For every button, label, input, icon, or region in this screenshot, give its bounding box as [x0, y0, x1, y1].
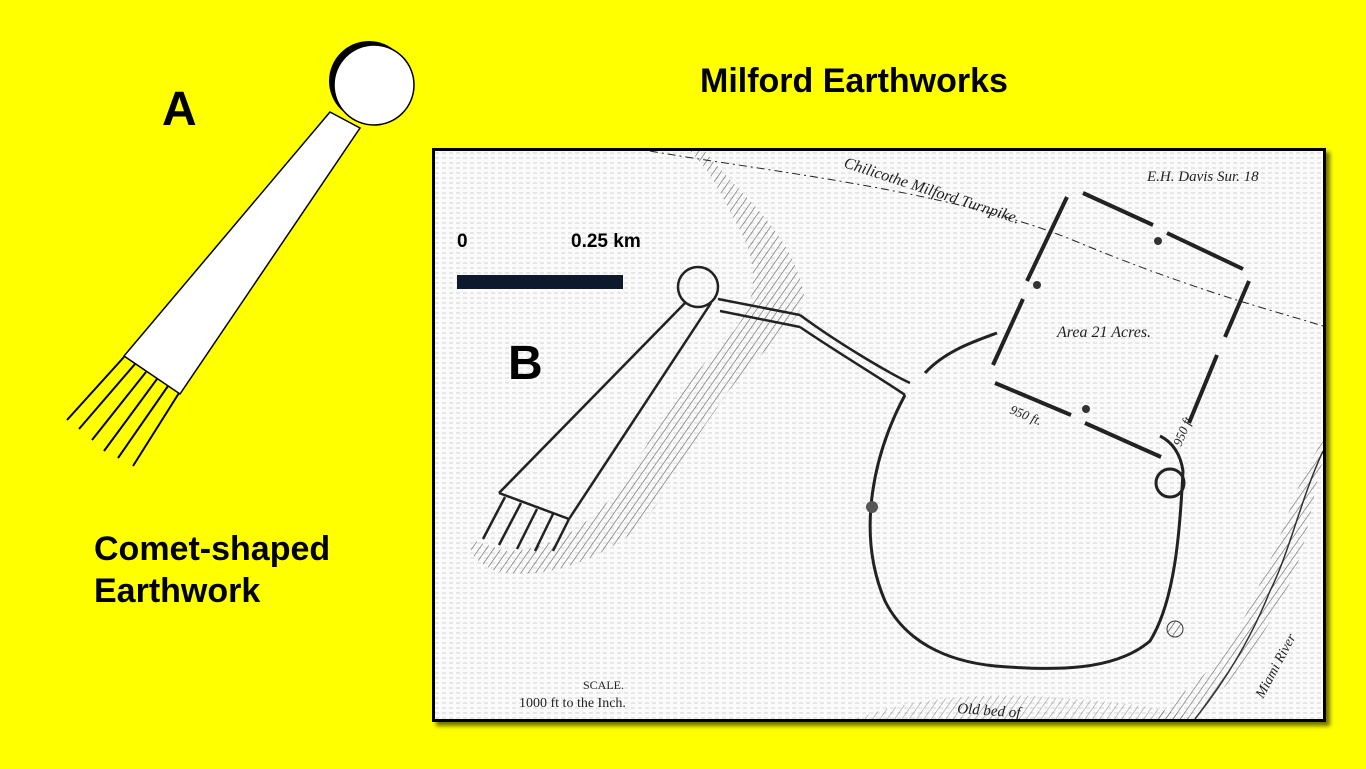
river-edge	[1194, 450, 1323, 719]
bluff-hachures	[471, 151, 805, 574]
comet-caption: Comet-shaped Earthwork	[94, 528, 330, 612]
panel-b-label: B	[508, 337, 543, 390]
milford-survey-map: E.H. Davis Sur. 18 Chilicothe Milford Tu…	[432, 148, 1326, 722]
area-label: Area 21 Acres.	[1056, 324, 1151, 341]
scale-heading: SCALE.	[583, 678, 624, 692]
river-bank-hachures	[1155, 441, 1323, 719]
scale-bar	[457, 275, 623, 289]
caption-line-2: Earthwork	[94, 572, 261, 610]
lower-bank-hachures	[855, 695, 1195, 719]
scale-bar-start-label: 0	[457, 231, 468, 252]
comet-head	[333, 44, 415, 126]
comet-earthwork-diagram	[66, 41, 415, 467]
old-road-label: Old bed of	[957, 701, 1023, 719]
star-mound	[1166, 620, 1184, 638]
square-enclosure	[991, 191, 1251, 459]
page-title: Milford Earthworks	[700, 62, 1008, 100]
small-mound	[866, 501, 878, 513]
corner-ring	[1154, 467, 1186, 499]
surveyor-label: E.H. Davis Sur. 18	[1146, 169, 1259, 185]
turnpike-road	[649, 151, 1323, 327]
scale-value: 1000 ft to the Inch.	[519, 696, 626, 711]
enclosure-top-arc	[923, 331, 998, 375]
caption-line-1: Comet-shaped	[94, 530, 331, 568]
survey-map-drawing: E.H. Davis Sur. 18 Chilicothe Milford Tu…	[435, 151, 1323, 719]
main-enclosure	[868, 394, 1185, 670]
panel-a-label: A	[162, 83, 197, 136]
map-comet-earthwork	[481, 265, 911, 552]
comet-fringe-lines	[66, 356, 180, 467]
comet-tail	[122, 111, 362, 396]
scale-bar-end-label: 0.25 km	[571, 231, 641, 252]
